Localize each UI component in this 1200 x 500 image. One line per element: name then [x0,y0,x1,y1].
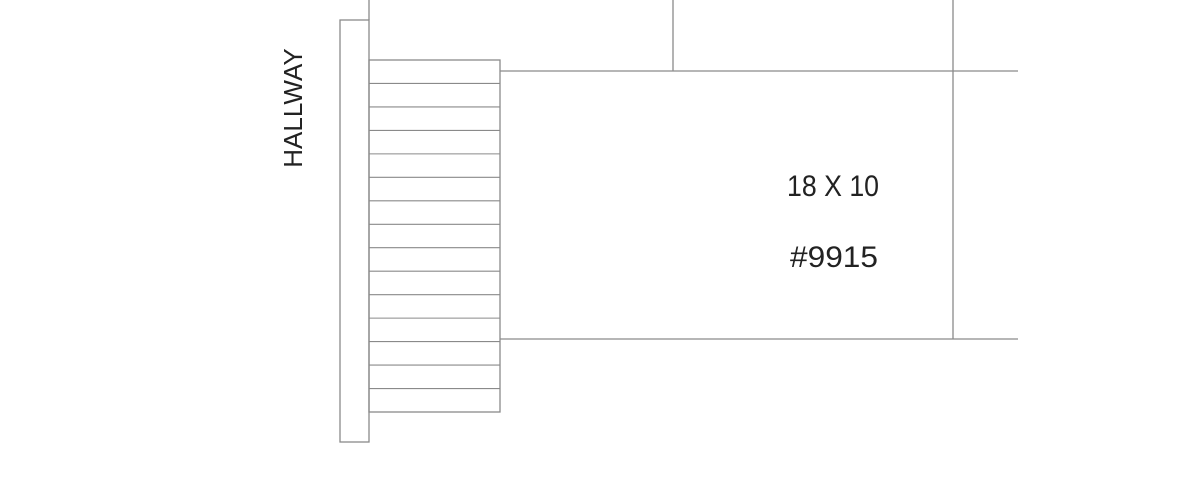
hallway-strip [339,19,370,443]
room-dimensions-label: 18 X 10 [787,170,879,203]
stair-outline [368,59,501,413]
stair-block [368,59,501,413]
stair-treads [369,82,500,390]
hallway-label: HALLWAY [278,48,308,167]
room-number-label: #9915 [790,241,878,274]
